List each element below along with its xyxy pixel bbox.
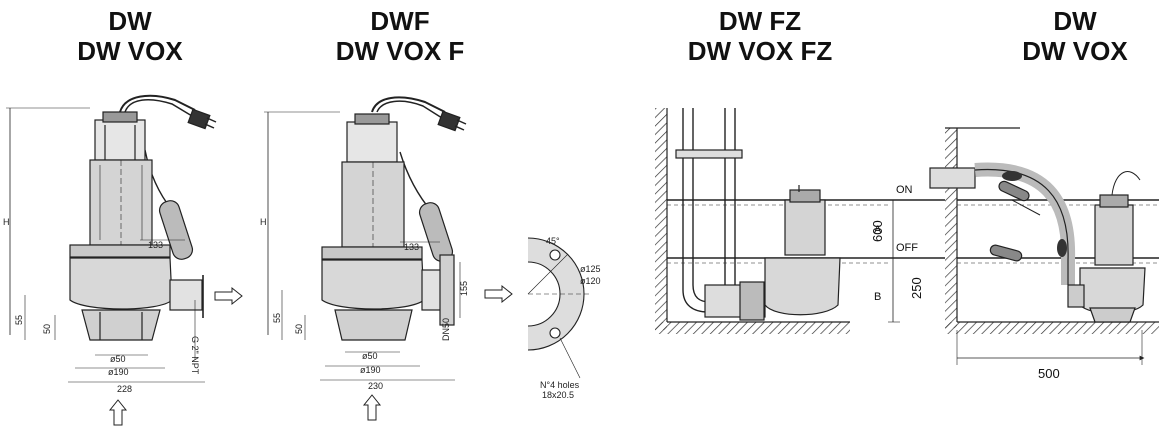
dwf-height-label: H — [260, 217, 267, 227]
dwf-dim-phi50: ø50 — [362, 351, 378, 361]
dwf-dim-dn50: DN50 — [441, 318, 451, 341]
dim-600: 600 — [870, 220, 885, 242]
title-dw-line1: DW — [108, 6, 152, 36]
dw-dim-228: 228 — [117, 384, 132, 394]
dim-a-label: A — [874, 224, 882, 236]
title-dwfz: DW FZ DW VOX FZ — [680, 6, 840, 66]
flange-dim-120: ø120 — [580, 276, 601, 286]
dw-dim-phi50: ø50 — [110, 354, 126, 364]
dwf-dim-55: 55 — [272, 313, 282, 323]
title-dwfz-line2: DW VOX FZ — [687, 36, 833, 66]
dwf-dim-230: 230 — [368, 381, 383, 391]
title-dw-line2: DW VOX — [77, 36, 183, 66]
title-dwf: DWF DW VOX F — [325, 6, 475, 66]
dwf-dim-133: 133 — [404, 242, 419, 252]
dwfz-installation-drawing: ON OFF 600 A 250 B — [655, 108, 924, 334]
dw-dim-133: 133 — [148, 240, 163, 250]
dwf-dim-phi190: ø190 — [360, 365, 381, 375]
dw-dim-50: 50 — [42, 324, 52, 334]
off-level-label: OFF — [896, 242, 918, 254]
title-dw2-line2: DW VOX — [1022, 36, 1128, 66]
dwf-pump-drawing: H 133 155 55 50 DN50 ø50 ø190 230 — [260, 96, 513, 421]
dw-pump-drawing: H 133 55 50 ø50 — [3, 94, 243, 426]
dwf-dim-50: 50 — [294, 324, 304, 334]
flange-dim-125: ø125 — [580, 264, 601, 274]
flange-holes-label: N°4 holes — [540, 380, 580, 390]
dim-b-label: B — [874, 291, 881, 303]
flange-holes-size: 18x20.5 — [542, 390, 574, 400]
title-dw: DW DW VOX — [70, 6, 190, 66]
dw-dim-phi190: ø190 — [108, 367, 129, 377]
flange-angle-label: 45° — [546, 236, 560, 246]
dw-dim-55: 55 — [14, 315, 24, 325]
dim-500: 500 — [1038, 366, 1060, 381]
dim-250: 250 — [909, 277, 924, 299]
dwf-dim-155: 155 — [459, 281, 469, 296]
dw-installation-drawing: 500 — [888, 127, 1159, 381]
title-dw2: DW DW VOX — [1015, 6, 1135, 66]
flange-detail-drawing: 45° ø125 ø120 N°4 holes 18x20.5 — [527, 236, 601, 400]
dw-height-label: H — [3, 217, 10, 227]
title-dwf-line2: DW VOX F — [335, 36, 465, 66]
on-level-label: ON — [896, 184, 913, 196]
title-dw2-line1: DW — [1053, 6, 1097, 36]
title-dwf-line1: DWF — [370, 6, 430, 36]
title-dwfz-line1: DW FZ — [718, 6, 802, 36]
